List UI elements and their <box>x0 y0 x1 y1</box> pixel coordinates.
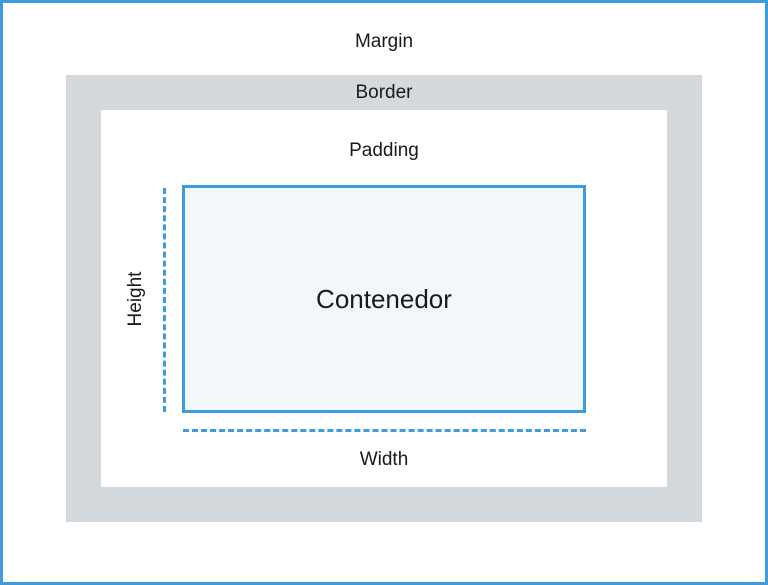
padding-label: Padding <box>349 140 419 161</box>
content-label: Contenedor <box>316 283 452 314</box>
margin-label: Margin <box>354 31 414 52</box>
width-label: Width <box>359 449 409 470</box>
height-label: Height <box>125 271 146 327</box>
content-box: Contenedor <box>182 185 586 413</box>
border-label: Border <box>355 82 413 103</box>
height-dimension-line <box>163 188 166 412</box>
width-dimension-line <box>183 429 586 432</box>
